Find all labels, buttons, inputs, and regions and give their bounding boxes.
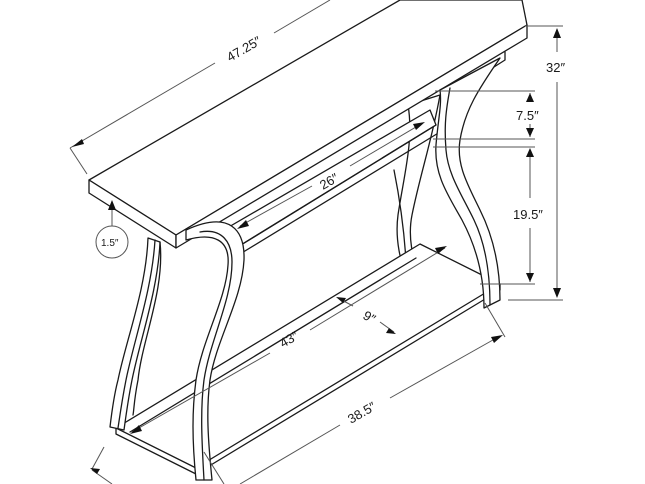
table-drawing: [88, 0, 528, 481]
dimension-top-thickness: 1.5″: [95, 200, 129, 259]
label-lower-gap: 19.5″: [513, 207, 543, 222]
dimension-total-height: 32″: [508, 25, 565, 301]
dimension-upper-gap: 7.5″: [433, 90, 539, 148]
label-top-thickness: 1.5″: [101, 238, 119, 249]
lower-shelf: [115, 243, 501, 475]
dimension-lower-gap: 19.5″: [480, 148, 543, 285]
label-total-height: 32″: [546, 60, 565, 75]
dimension-shelf-length: 43″: [130, 246, 447, 434]
label-top-length: 47.25″: [224, 33, 264, 65]
tabletop: [88, 0, 528, 249]
label-base-length: 38.5″: [345, 398, 379, 426]
front-left-leg: [185, 221, 245, 481]
label-upper-gap: 7.5″: [516, 108, 539, 123]
dimension-depth-bottom-left: [90, 446, 113, 484]
left-outer-leg: [109, 237, 162, 431]
front-right-leg: [435, 57, 501, 309]
